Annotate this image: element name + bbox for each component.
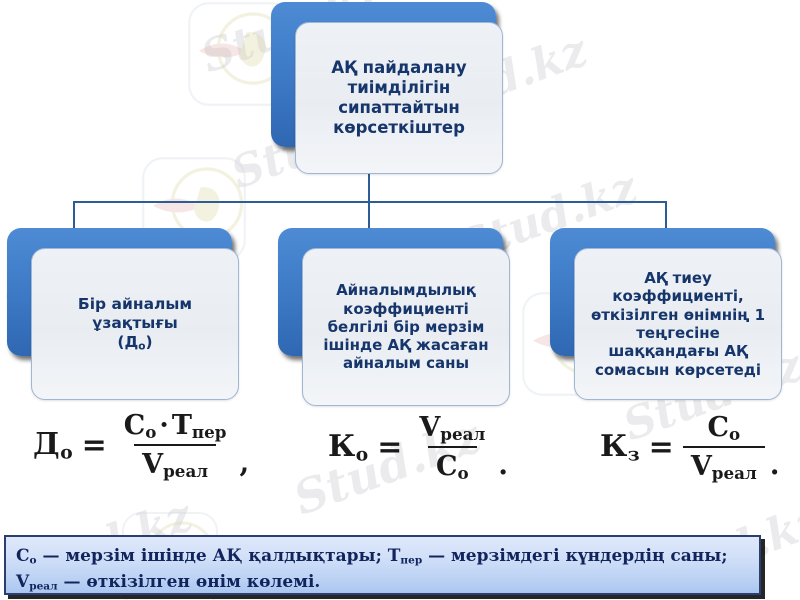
legend-box: Со — мерзім ішінде АҚ қалдықтары; Тпер —… (4, 535, 761, 595)
formula-equals: = (377, 430, 403, 466)
formula-equals: = (81, 428, 107, 464)
formula-load: Кз = Со Vреал . (600, 412, 780, 483)
node-label: АҚ пайдалану тиімділігін сипаттайтын көр… (331, 57, 467, 138)
formula-duration: До = Со·Тпер Vреал , (33, 410, 249, 481)
formula-lhs-subscript: о (355, 444, 369, 466)
legend-line-2: Vреал — өткізілген өнім көлемі. (16, 572, 321, 593)
formula-punctuation: . (769, 448, 780, 482)
formula-denominator: Со (427, 446, 477, 483)
formula-lhs-subscript: о (60, 442, 73, 464)
formula-punctuation: , (239, 446, 250, 480)
formula-fraction: Со Vреал (682, 412, 765, 483)
node-turnover-duration[interactable]: Бір айналым ұзақтығы (До) (7, 228, 239, 400)
node-label-text: Бір айналым ұзақтығы (77, 295, 193, 332)
node-label-symbol: (Д (117, 332, 139, 351)
legend-line-1: Со — мерзім ішінде АҚ қалдықтары; Тпер —… (16, 546, 728, 567)
connector-horizontal-bar (73, 201, 667, 203)
node-face: АҚ тиеу коэффициенті, өткізілген өнімнің… (574, 248, 782, 400)
node-turnover-coefficient[interactable]: Айналымдылық коэффициенті белгілі бір ме… (278, 228, 510, 406)
node-label: АҚ тиеу коэффициенті, өткізілген өнімнің… (590, 269, 766, 379)
node-label: Айналымдылық коэффициенті белгілі бір ме… (323, 281, 489, 373)
formula-numerator: Со (707, 412, 741, 445)
formula-lhs: До (33, 427, 73, 464)
node-label-paren: ) (145, 332, 153, 351)
node-face: АҚ пайдалану тиімділігін сипаттайтын көр… (295, 22, 503, 174)
node-face: Бір айналым ұзақтығы (До) (31, 248, 239, 400)
formula-fraction: Со·Тпер Vреал (116, 410, 235, 481)
formula-lhs: Ко (328, 429, 369, 466)
formula-fraction: Vреал Со (411, 412, 493, 483)
formula-denominator: Vреал (682, 446, 765, 483)
formula-numerator: Vреал (419, 412, 486, 445)
formula-equals: = (648, 430, 674, 466)
node-label-subscript: о (138, 340, 146, 353)
formula-lhs-subscript: з (627, 444, 640, 466)
formula-punctuation: . (498, 448, 509, 482)
node-face: Айналымдылық коэффициенті белгілі бір ме… (302, 248, 510, 406)
node-label: Бір айналым ұзақтығы (До) (32, 291, 238, 357)
formula-turnover: Ко = Vреал Со . (328, 412, 508, 483)
node-load-coefficient[interactable]: АҚ тиеу коэффициенті, өткізілген өнімнің… (550, 228, 782, 400)
formula-lhs: Кз (600, 429, 640, 466)
formula-numerator: Со·Тпер (123, 410, 227, 443)
node-indicators-title[interactable]: АҚ пайдалану тиімділігін сипаттайтын көр… (271, 2, 503, 174)
formula-denominator: Vреал (134, 444, 217, 481)
